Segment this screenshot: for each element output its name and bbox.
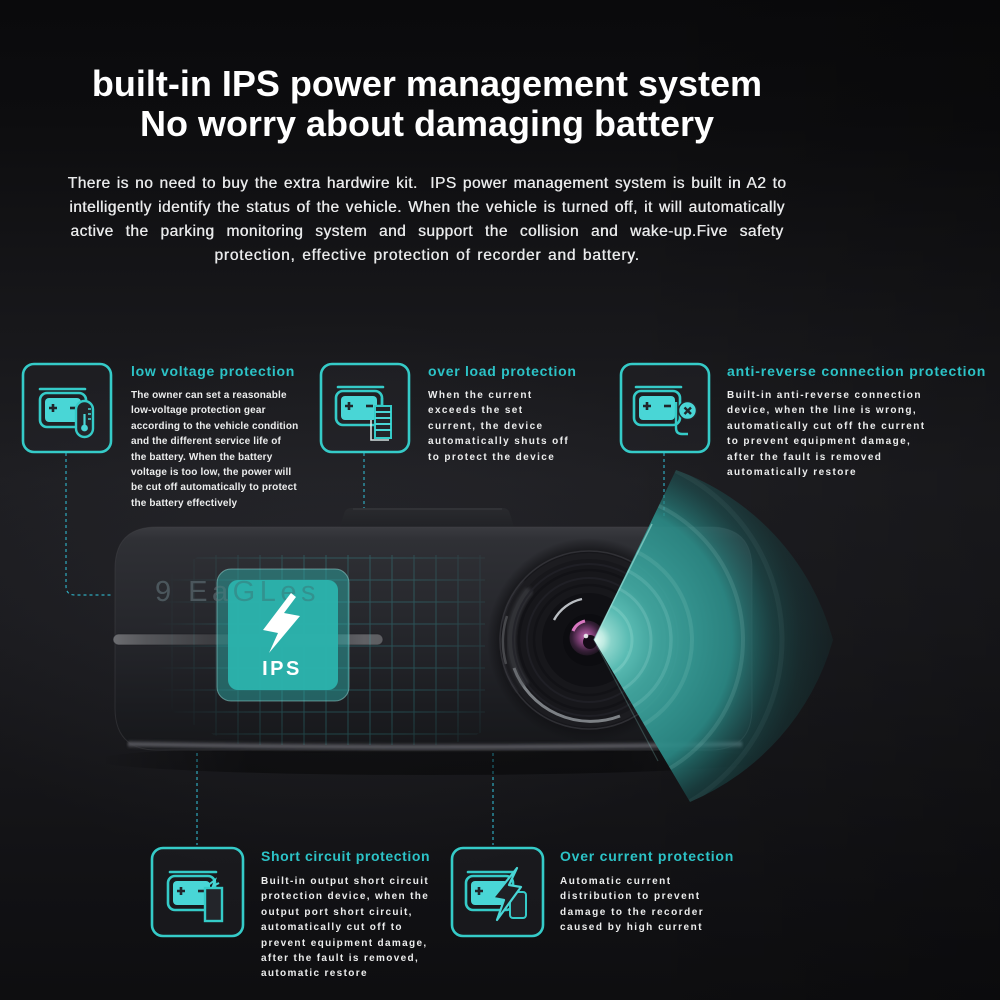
svg-text:9 EaGLes: 9 EaGLes (155, 576, 320, 608)
svg-text:IPS: IPS (262, 658, 302, 680)
